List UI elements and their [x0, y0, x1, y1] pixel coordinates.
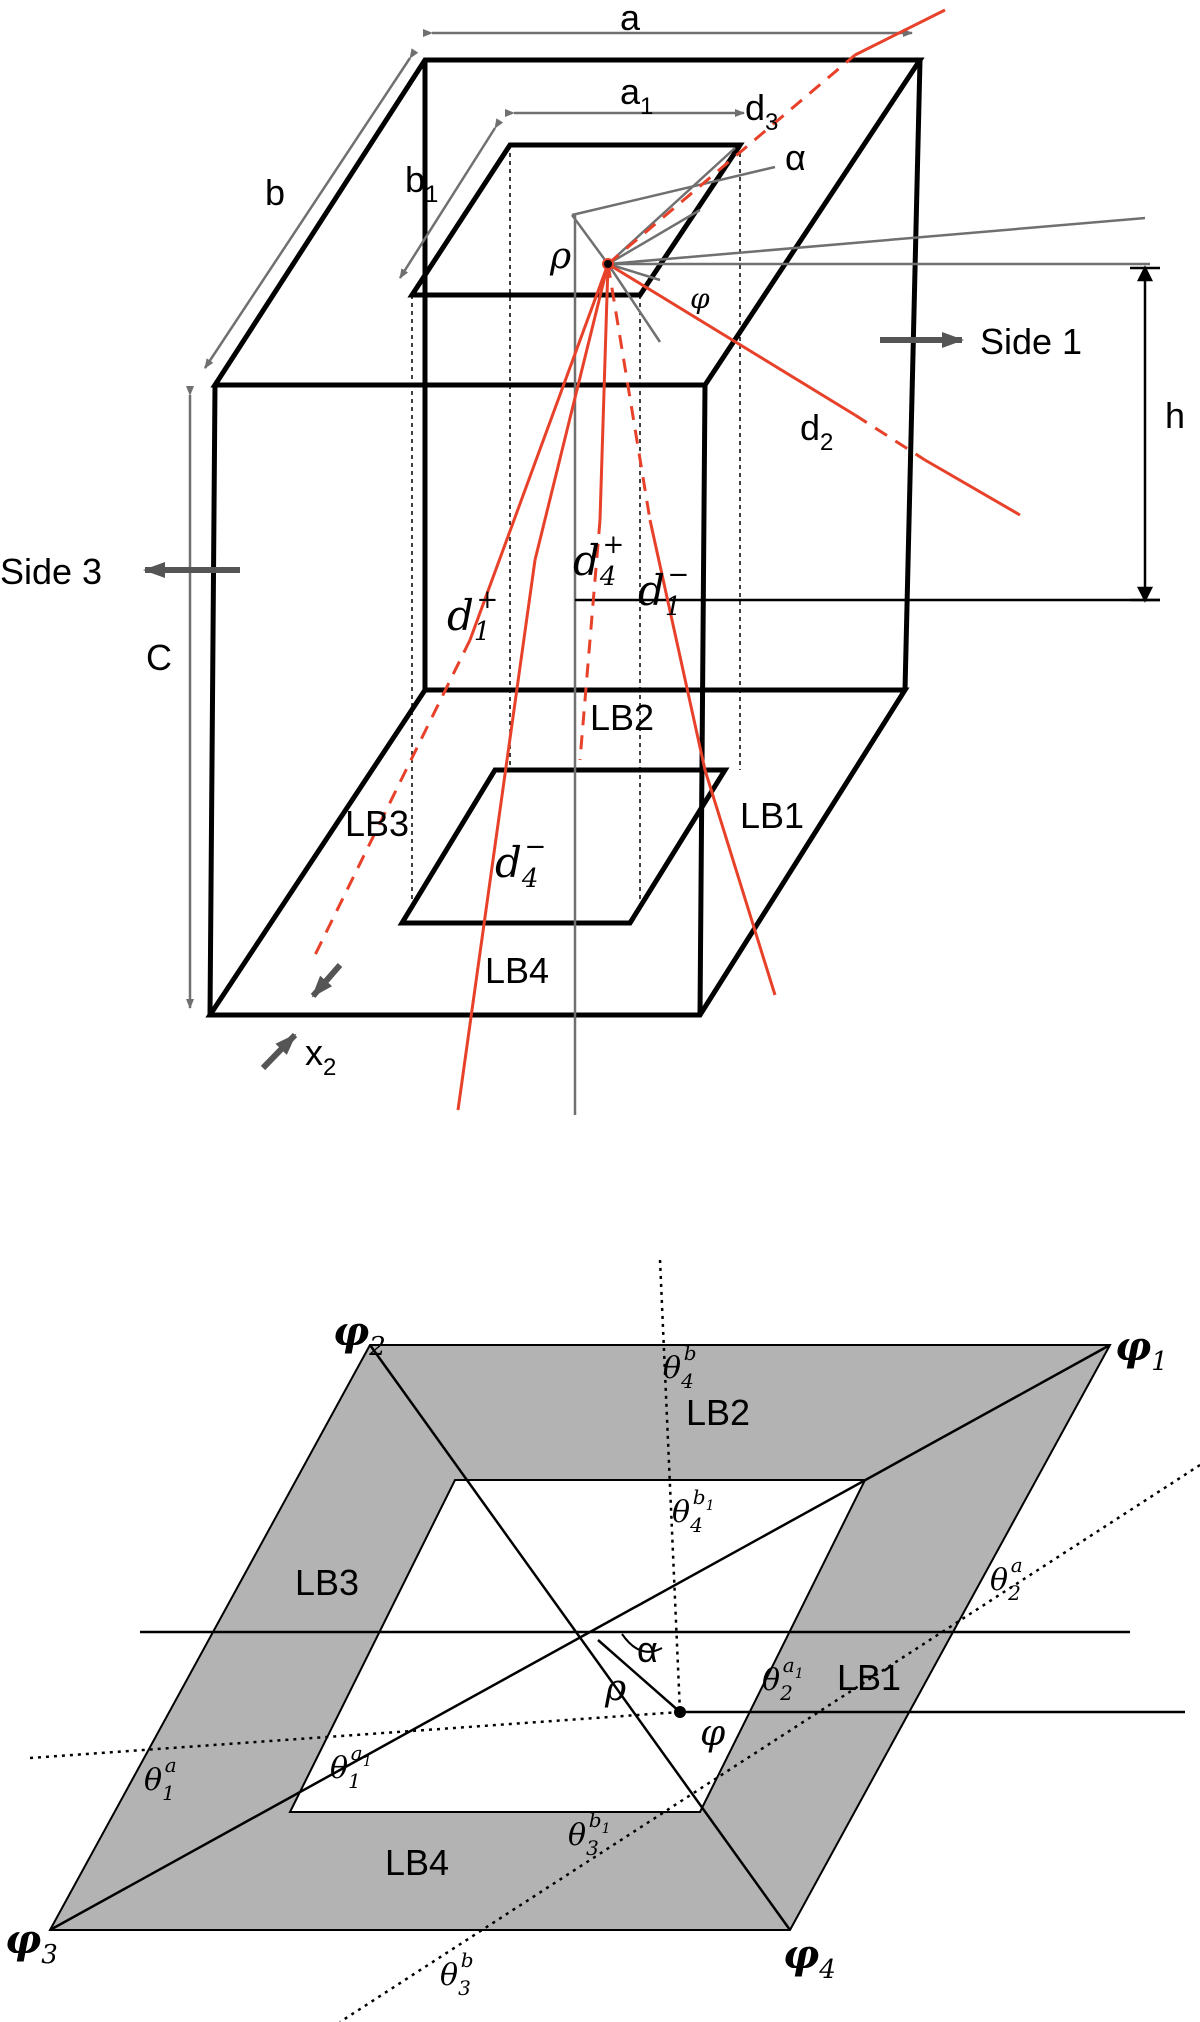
- h-dimension: [575, 265, 1160, 603]
- plan-source-point: [674, 1706, 686, 1718]
- side-arrows: [143, 332, 964, 1071]
- label-theta3-b: θ3b: [440, 1948, 474, 2000]
- label-phi1: φ1: [1115, 1323, 1168, 1377]
- top-3d-figure: a a1 d3 α b b1 ρ φ Side 1 h d2 Side 3 C …: [0, 0, 1185, 1115]
- label-theta1-a: θ1a: [144, 1753, 177, 1805]
- label-d2: d2: [800, 407, 833, 456]
- label-b: b: [265, 172, 285, 213]
- label-phi-plan: φ: [700, 1713, 726, 1754]
- label-h: h: [1165, 395, 1185, 436]
- label-phi4: φ4: [783, 1931, 836, 1985]
- source-point: [602, 258, 614, 270]
- label-phi2: φ2: [333, 1308, 386, 1362]
- label-theta4-b: θ4b: [663, 1341, 697, 1393]
- label-b1: b1: [405, 159, 438, 208]
- label-side3: Side 3: [0, 551, 102, 592]
- label-d3: d3: [745, 87, 778, 136]
- label-LB3-top: LB3: [345, 803, 409, 844]
- label-side1: Side 1: [980, 321, 1082, 362]
- label-x2: x2: [305, 1032, 336, 1081]
- label-LB2-top: LB2: [590, 697, 654, 738]
- label-theta1-a1: θ1a1: [330, 1741, 372, 1793]
- label-a1: a1: [620, 71, 653, 120]
- label-theta2-a: θ2a: [990, 1553, 1023, 1605]
- label-LB1-plan: LB1: [837, 1657, 901, 1698]
- label-d4-minus: d4−: [495, 832, 546, 894]
- label-rho-top: ρ: [549, 236, 571, 277]
- label-theta4-b1: θ4b1: [672, 1485, 715, 1537]
- label-LB1-top: LB1: [740, 795, 804, 836]
- label-phi3: φ3: [5, 1916, 58, 1970]
- top-labels: a a1 d3 α b b1 ρ φ Side 1 h d2 Side 3 C …: [0, 0, 1185, 1081]
- label-theta3-b1: θ3b1: [568, 1808, 611, 1860]
- label-alpha-plan: α: [637, 1629, 658, 1670]
- label-LB3-plan: LB3: [295, 1562, 359, 1603]
- label-LB4-top: LB4: [485, 950, 549, 991]
- label-d1-plus: d1+: [447, 585, 498, 647]
- red-rays: [313, 8, 1021, 1111]
- label-rho-plan: ρ: [604, 1668, 626, 1709]
- plan-dotted-lines: [29, 1259, 1200, 2022]
- label-theta2-a1: θ2a1: [762, 1653, 804, 1705]
- label-LB4-plan: LB4: [385, 1842, 449, 1883]
- plan-lines: [49, 1343, 1185, 1932]
- construction-lines: [570, 147, 1150, 1115]
- label-LB2-plan: LB2: [686, 1392, 750, 1433]
- box-outline: [205, 57, 925, 1018]
- alpha-arc: [621, 1633, 663, 1653]
- label-alpha-top: α: [785, 137, 806, 178]
- label-phi-top: φ: [690, 282, 710, 315]
- label-d4-plus: d4+: [573, 530, 624, 592]
- projection-lines: [411, 145, 741, 900]
- label-a: a: [620, 0, 641, 38]
- label-d1-minus: d1−: [638, 560, 689, 622]
- label-C: C: [146, 637, 172, 678]
- dimension-lines: [186, 29, 913, 1009]
- bottom-plan-figure: φ2 φ1 φ3 φ4 LB2 LB3 LB1 LB4 α ρ φ θ4b θ4…: [5, 1259, 1200, 2022]
